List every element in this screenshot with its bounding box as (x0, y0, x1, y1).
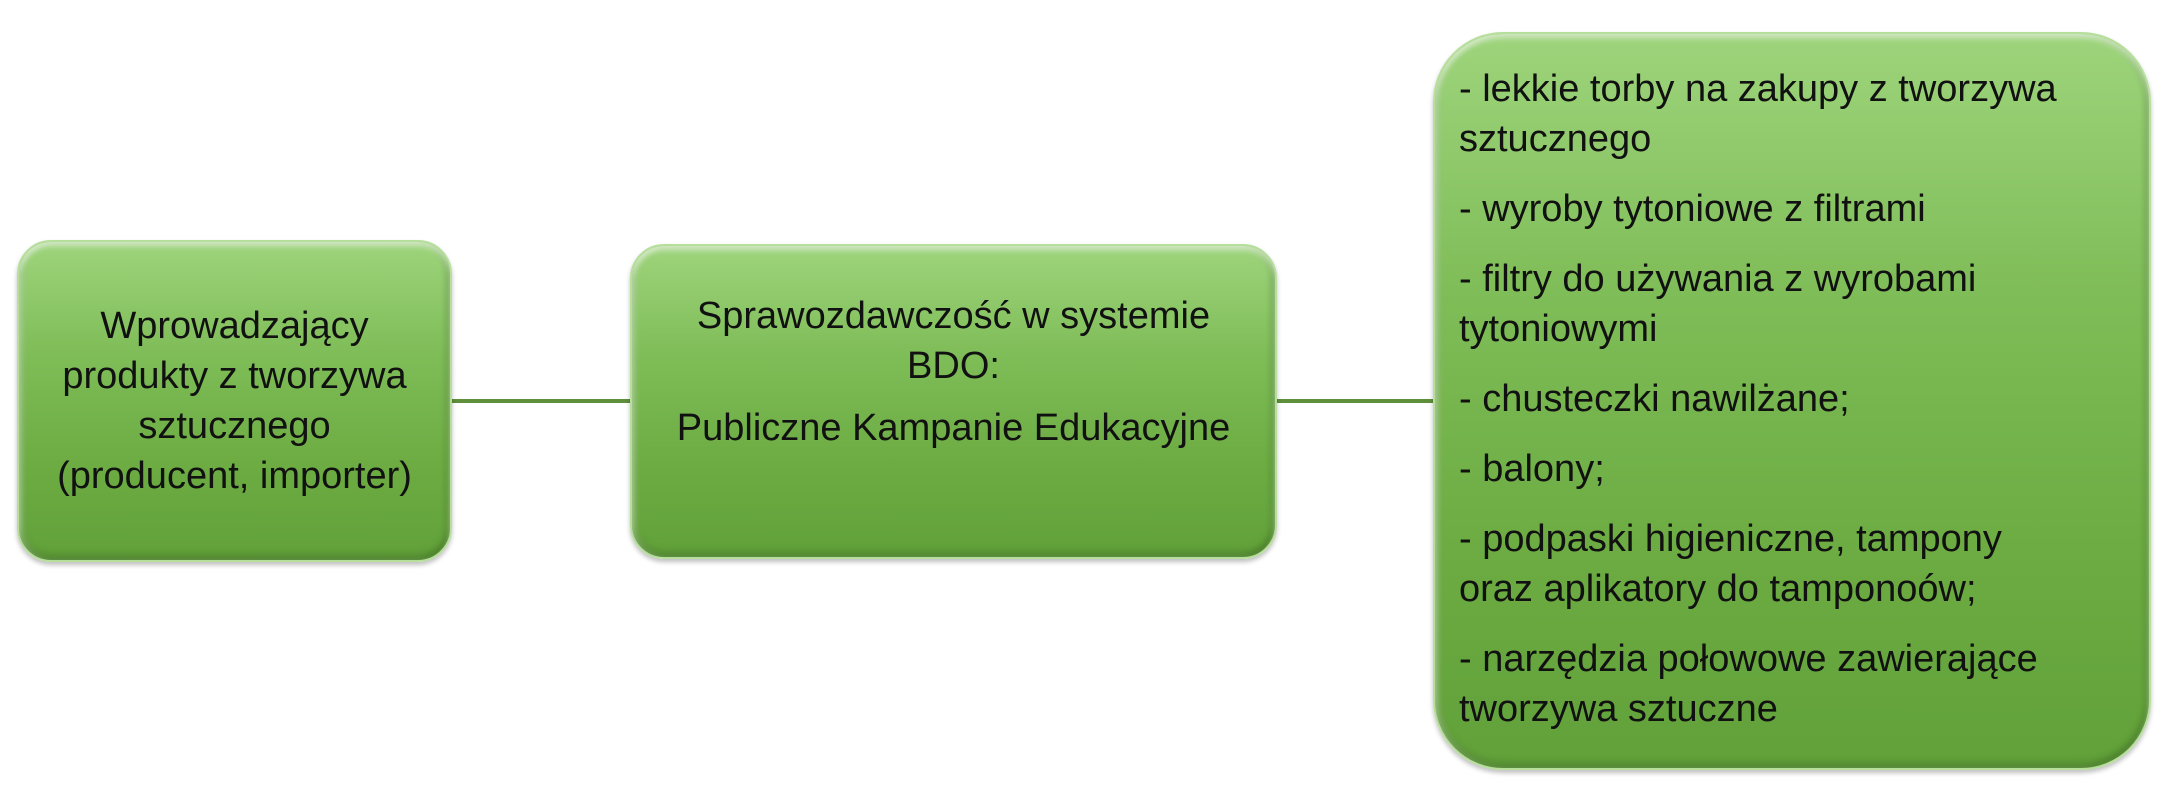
node-introducer-line: sztucznego (138, 405, 331, 447)
connector-line-1 (452, 399, 630, 403)
list-item: - narzędzia połowowe zawierające tworzyw… (1459, 634, 2135, 734)
list-item: - balony; (1459, 444, 2135, 494)
node-reporting-title-line: BDO: (907, 345, 1000, 387)
list-item-line: - filtry do używania z wyrobami (1459, 258, 1977, 300)
list-item-line: sztucznego (1459, 118, 1652, 160)
node-introducer-line: produkty z tworzywa (62, 355, 407, 397)
list-item-line: - podpaski higieniczne, tampony (1459, 518, 2002, 560)
node-introducer-line: (producent, importer) (57, 455, 412, 497)
list-item: - podpaski higieniczne, tampony oraz apl… (1459, 514, 2135, 614)
list-item-line: - balony; (1459, 448, 1605, 490)
node-reporting-title-line: Sprawozdawczość w systemie (696, 295, 1211, 337)
node-introducer-line: Wprowadzający (100, 305, 369, 347)
list-item: - lekkie torby na zakupy z tworzywa sztu… (1459, 64, 2135, 164)
list-item-line: tworzywa sztuczne (1459, 688, 1778, 730)
node-reporting-subtitle: Publiczne Kampanie Edukacyjne (676, 407, 1231, 449)
list-item-line: tytoniowymi (1459, 308, 1658, 350)
node-product-list: - lekkie torby na zakupy z tworzywa sztu… (1433, 32, 2151, 770)
list-item: - filtry do używania z wyrobami tytoniow… (1459, 254, 2135, 354)
list-item-line: - wyroby tytoniowe z filtrami (1459, 188, 1926, 230)
node-introducer-label: Wprowadzający produkty z tworzywa sztucz… (47, 301, 422, 501)
node-introducer: Wprowadzający produkty z tworzywa sztucz… (17, 240, 452, 562)
connector-line-2 (1277, 399, 1433, 403)
list-item-line: oraz aplikatory do tamponoów; (1459, 568, 1977, 610)
node-reporting-title: Sprawozdawczość w systemie BDO: (632, 291, 1275, 391)
list-item: - wyroby tytoniowe z filtrami (1459, 184, 2135, 234)
list-item-line: - chusteczki nawilżane; (1459, 378, 1850, 420)
list-item: - chusteczki nawilżane; (1459, 374, 2135, 424)
list-item-line: - lekkie torby na zakupy z tworzywa (1459, 68, 2057, 110)
node-reporting: Sprawozdawczość w systemie BDO: Publiczn… (630, 244, 1277, 559)
list-item-line: - narzędzia połowowe zawierające (1459, 638, 2038, 680)
